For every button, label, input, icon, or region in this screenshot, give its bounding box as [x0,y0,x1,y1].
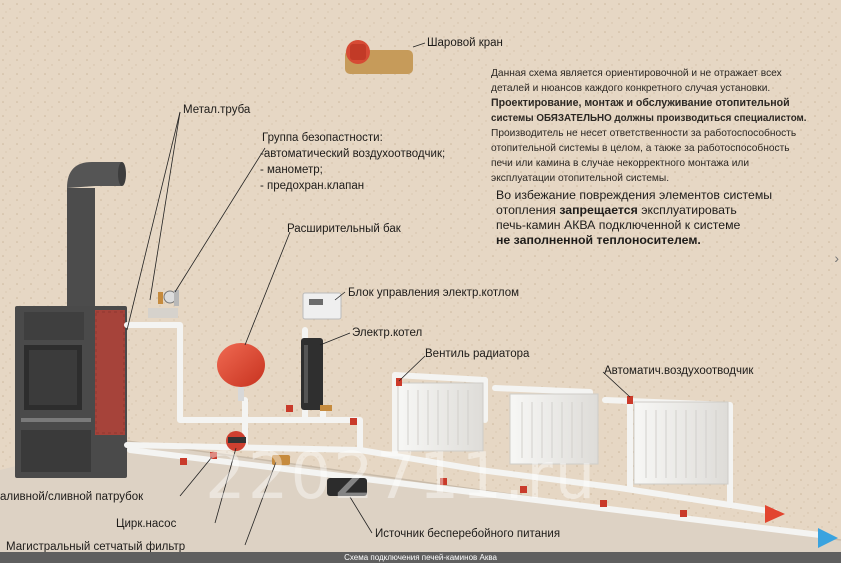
note-line: печи или камина в случае некорректного м… [491,158,750,169]
warning-line: Во избежание повреждения элементов систе… [496,188,773,202]
watermark: 2202711.ru [205,440,598,514]
label-safety-item: -автоматический воздухоотводчик; [260,148,446,160]
warning-text: отопления [496,203,560,217]
stove-fireplace [15,306,127,478]
pipes [124,322,823,538]
image-caption: Схема подключения печей-каминов Аква [0,552,841,563]
electric-boiler [301,338,332,411]
note-line: Данная схема является ориентировочной и … [491,68,782,79]
expansion-tank [217,343,265,401]
floor [0,440,841,552]
boiler-control-unit [302,292,342,320]
note-line-bold: системы ОБЯЗАТЕЛЬНО должны производиться… [491,113,807,124]
label-radiator-valve: Вентиль радиатора [425,348,530,360]
circulation-pump [226,431,246,451]
ups-unit [327,478,367,496]
note-line: Производитель не несет ответственности з… [491,128,797,139]
radiator-fins [407,390,717,478]
label-metal-pipe: Метал.труба [183,104,251,116]
label-circ-pump: Цирк.насос [116,518,177,530]
warning-line: печь-камин АКВА подключенной к системе [496,218,741,232]
label-expansion-tank: Расширительный бак [287,223,401,235]
warning-text: эксплуатировать [637,203,737,217]
radiator-3 [627,396,729,485]
pipe-valves [180,405,687,517]
note-line: деталей и нюансов каждого конкретного сл… [491,83,771,94]
label-electric-boiler: Электр.котел [352,327,423,339]
warning-line: отопления запрещается эксплуатировать [496,203,737,218]
warning-emphasis: запрещается [559,203,638,217]
safety-group [148,290,179,318]
label-safety-group-title: Группа безопастности: [262,132,383,144]
note-line: отопительной системы в целом, а также за… [491,143,790,154]
leader-lines [126,42,631,546]
radiator-1 [396,378,484,452]
label-air-vent: Автоматич.воздухоотводчик [604,365,754,377]
ball-valve [345,40,413,74]
note-line-bold: Проектирование, монтаж и обслуживание от… [491,97,790,109]
cold-flow-arrow [818,528,838,548]
stove-chimney [67,162,126,306]
hot-flow-arrow [765,505,785,523]
label-mesh-filter: Магистральный сетчатый фильтр [6,541,186,553]
label-safety-item: - предохран.клапан [260,180,365,192]
label-safety-item: - манометр; [260,164,323,176]
mesh-filter [272,455,290,465]
note-line: эксплуатации отопительной системы. [491,173,670,184]
label-fill-drain: аливной/сливной патрубок [0,491,144,503]
label-ups: Источник бесперебойного питания [375,528,561,540]
next-arrow-icon[interactable]: › [834,250,839,266]
label-ball-valve: Шаровой кран [427,37,503,49]
warning-line-bold: не заполненной теплоносителем. [496,233,701,247]
radiator-2 [509,393,599,465]
label-control-unit: Блок управления электр.котлом [348,287,519,299]
